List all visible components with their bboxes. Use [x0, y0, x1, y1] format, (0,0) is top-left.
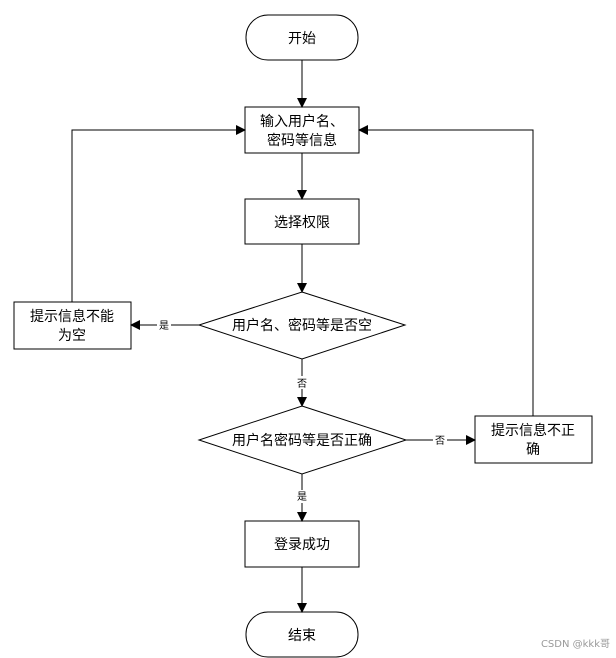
input-label-1: 输入用户名、	[260, 113, 344, 130]
success-box	[244, 520, 360, 568]
edge-label-yes1: 是	[159, 320, 169, 332]
check-correct-label: 用户名密码等是否正确	[232, 432, 372, 449]
check-empty-label: 用户名、密码等是否空	[232, 317, 372, 334]
arrow-empty-loop	[71, 125, 246, 302]
empty-msg-label-2: 为空	[58, 328, 86, 344]
incorrect-msg-label-2: 确	[526, 442, 540, 458]
select-label: 选择权限	[274, 215, 330, 231]
arrow-incorrect-loop	[358, 125, 534, 416]
edge-label-no1: 否	[297, 378, 307, 390]
end-label: 结束	[288, 628, 316, 644]
input-label-2: 密码等信息	[267, 132, 337, 149]
edge-label-yes2: 是	[297, 491, 307, 503]
incorrect-msg-label-1: 提示信息不正	[491, 422, 575, 439]
edge-label-no2: 否	[435, 435, 445, 447]
watermark: CSDN @kkk哥	[540, 639, 610, 650]
success-label: 登录成功	[274, 537, 330, 553]
empty-msg-label-1: 提示信息不能	[30, 308, 114, 325]
input-box	[244, 106, 360, 154]
start-label: 开始	[288, 31, 316, 47]
